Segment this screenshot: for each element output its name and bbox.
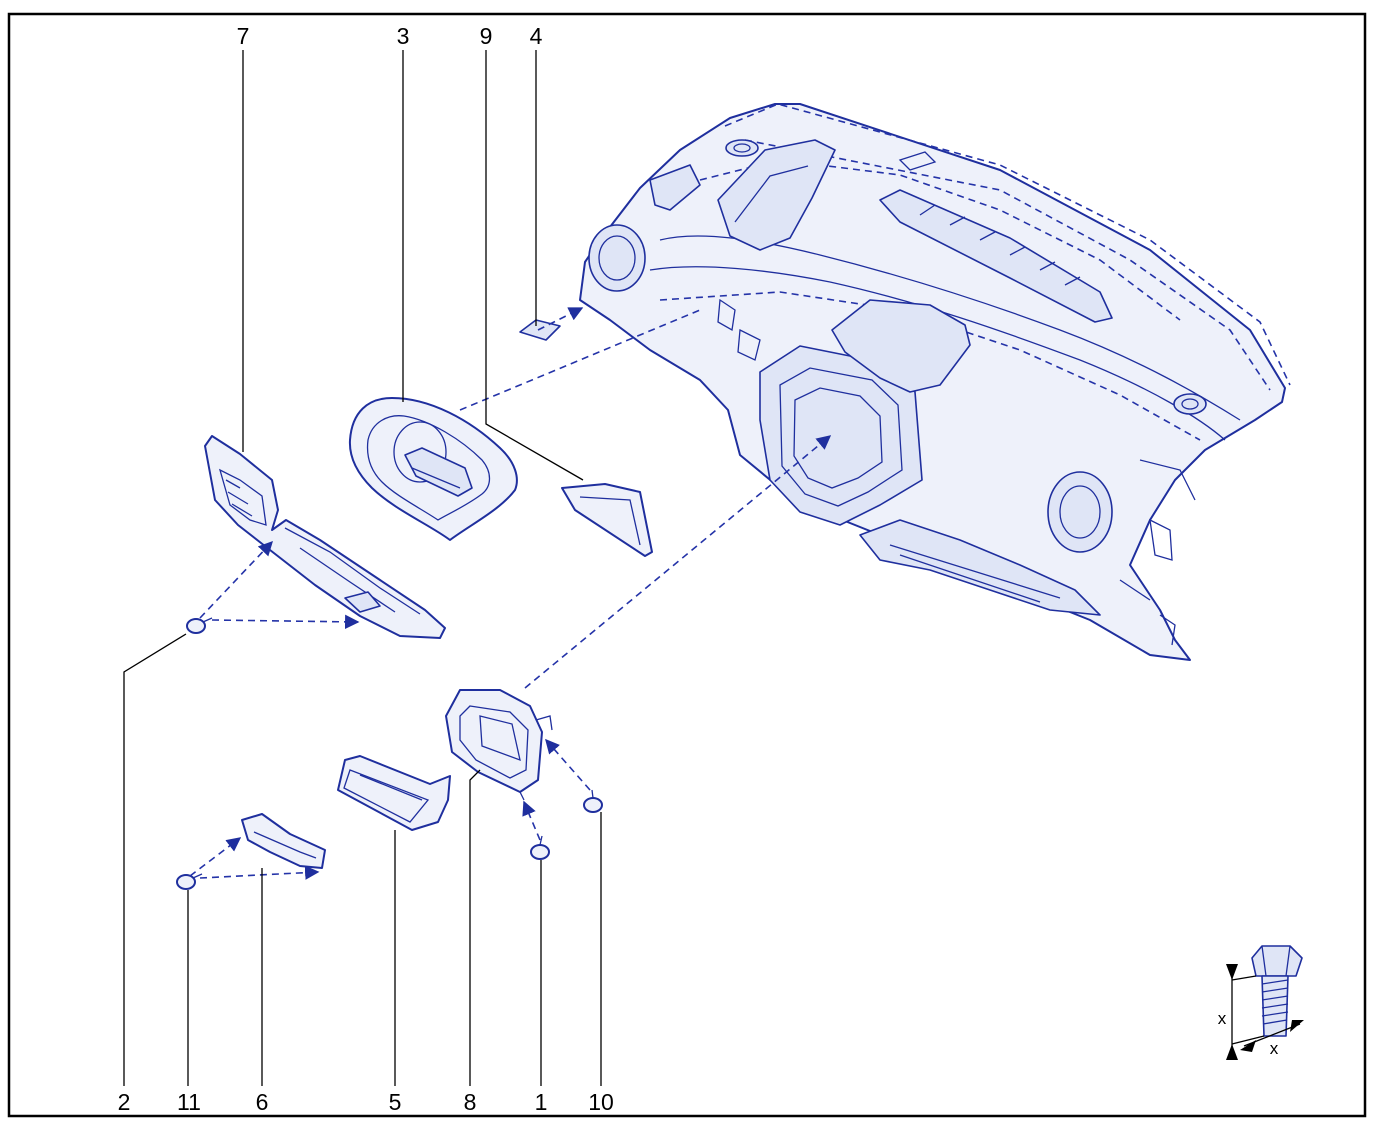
dashboard-assembly <box>579 103 1291 661</box>
callout-3: 3 <box>397 23 410 49</box>
part-3-cluster-surround <box>348 397 518 541</box>
fastener-10 <box>583 789 603 813</box>
dimension-label-vertical: x <box>1218 1009 1227 1028</box>
callout-1: 1 <box>535 1089 548 1115</box>
fastener-1 <box>530 835 550 860</box>
assembly-lines <box>189 307 832 880</box>
callout-9: 9 <box>480 23 493 49</box>
callout-8: 8 <box>464 1089 477 1115</box>
callout-6: 6 <box>256 1089 269 1115</box>
callout-4: 4 <box>530 23 543 49</box>
border-frame <box>7 12 1367 1118</box>
callout-numbers: 7 3 9 4 2 11 6 5 8 1 10 <box>118 23 614 1115</box>
fastener-2 <box>186 617 213 634</box>
fastener-11 <box>176 873 203 890</box>
callout-11: 11 <box>177 1089 201 1115</box>
callout-2: 2 <box>118 1089 131 1115</box>
part-6-bezel <box>241 813 326 869</box>
callout-10: 10 <box>588 1089 614 1115</box>
callout-7: 7 <box>237 23 250 49</box>
dimension-label-horizontal: x <box>1270 1039 1279 1058</box>
part-9-trim-panel <box>561 483 653 557</box>
part-5-storage-tray <box>337 755 451 831</box>
part-8-display-bracket <box>445 689 553 801</box>
part-7-dash-trim <box>204 435 446 639</box>
leader-lines <box>123 50 602 1086</box>
part-4-clip <box>519 319 561 341</box>
callout-5: 5 <box>389 1089 402 1115</box>
bolt-dimension-symbol: x x <box>1218 945 1304 1060</box>
